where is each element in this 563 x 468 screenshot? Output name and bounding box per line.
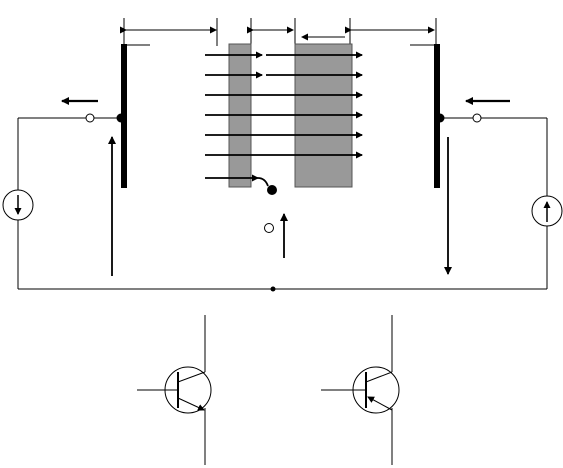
recombination-curve — [257, 177, 269, 187]
hole-circle — [264, 223, 274, 233]
dimension-markers — [120, 18, 437, 46]
ground-node — [270, 286, 276, 292]
emitter-terminal — [85, 113, 95, 123]
electron-flow-arrows — [205, 51, 363, 187]
current-source-down-icon — [2, 189, 34, 221]
npn-emitter-arrow — [177, 397, 205, 411]
electron-dot — [267, 185, 277, 195]
circuit-wires — [17, 117, 548, 290]
collector-node — [435, 113, 445, 123]
current-arrows — [61, 97, 510, 276]
current-source-up-icon — [531, 195, 563, 227]
pnp-emitter-arrow — [367, 396, 393, 411]
collector-terminal — [472, 113, 482, 123]
npn-transistor-icon — [137, 315, 212, 465]
emitter-node — [116, 113, 126, 123]
pnp-transistor-icon — [321, 315, 400, 465]
